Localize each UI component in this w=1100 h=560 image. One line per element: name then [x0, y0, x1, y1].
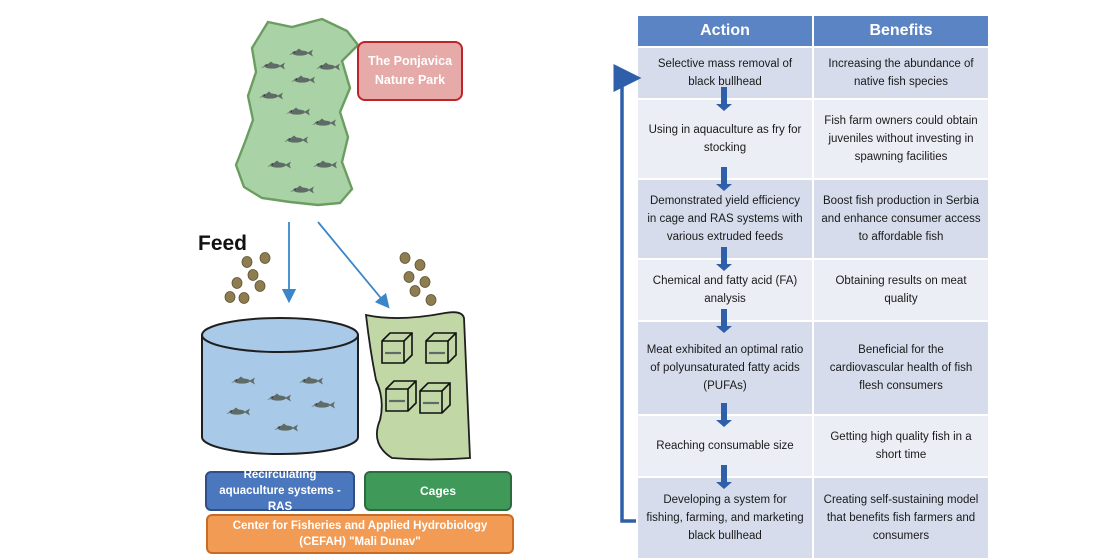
action-cell: Chemical and fatty acid (FA) analysis [636, 258, 814, 322]
ras-label: Recirculating aquaculture systems - RAS [205, 469, 355, 513]
table-header-row: Action Benefits [636, 14, 990, 48]
benefit-cell: Fish farm owners could obtain juveniles … [812, 98, 990, 180]
feedback-loop-arrow [613, 64, 642, 523]
header-benefits: Benefits [812, 14, 990, 48]
aquaculture-diagram: The Ponjavica Nature Park Feed Recircula… [198, 17, 514, 554]
action-cell: Meat exhibited an optimal ratio of polyu… [636, 320, 814, 416]
table-row: Using in aquaculture as fry for stocking… [636, 98, 990, 180]
table-row: Developing a system for fishing, farming… [636, 476, 990, 560]
table-row: Selective mass removal of black bullhead… [636, 46, 990, 100]
benefit-cell: Getting high quality fish in a short tim… [812, 414, 990, 478]
table-row: Reaching consumable size Getting high qu… [636, 414, 990, 478]
feed-label: Feed [198, 232, 248, 255]
benefit-cell: Beneficial for the cardiovascular health… [812, 320, 990, 416]
feed-pellets-right [399, 252, 437, 306]
action-cell: Demonstrated yield efficiency in cage an… [636, 178, 814, 260]
arrow-to-cages [317, 221, 390, 309]
benefit-cell: Increasing the abundance of native fish … [812, 46, 990, 100]
table-row: Meat exhibited an optimal ratio of polyu… [636, 320, 990, 416]
table-row: Chemical and fatty acid (FA) analysis Ob… [636, 258, 990, 322]
action-benefits-table: Action Benefits Selective mass removal o… [636, 14, 990, 560]
benefit-cell: Obtaining results on meat quality [812, 258, 990, 322]
action-cell: Developing a system for fishing, farming… [636, 476, 814, 560]
ras-tank-shape [201, 317, 359, 455]
feed-pellets-left [224, 252, 271, 304]
action-cell: Using in aquaculture as fry for stocking [636, 98, 814, 180]
action-cell: Reaching consumable size [636, 414, 814, 478]
header-action: Action [636, 14, 814, 48]
table-row: Demonstrated yield efficiency in cage an… [636, 178, 990, 260]
cages-label: Cages [364, 471, 512, 511]
action-cell: Selective mass removal of black bullhead [636, 46, 814, 100]
cefah-label: Center for Fisheries and Applied Hydrobi… [206, 514, 514, 554]
park-label: The Ponjavica Nature Park [357, 41, 463, 101]
diagram-graphics [201, 17, 471, 461]
benefit-cell: Boost fish production in Serbia and enha… [812, 178, 990, 260]
benefit-cell: Creating self-sustaining model that bene… [812, 476, 990, 560]
